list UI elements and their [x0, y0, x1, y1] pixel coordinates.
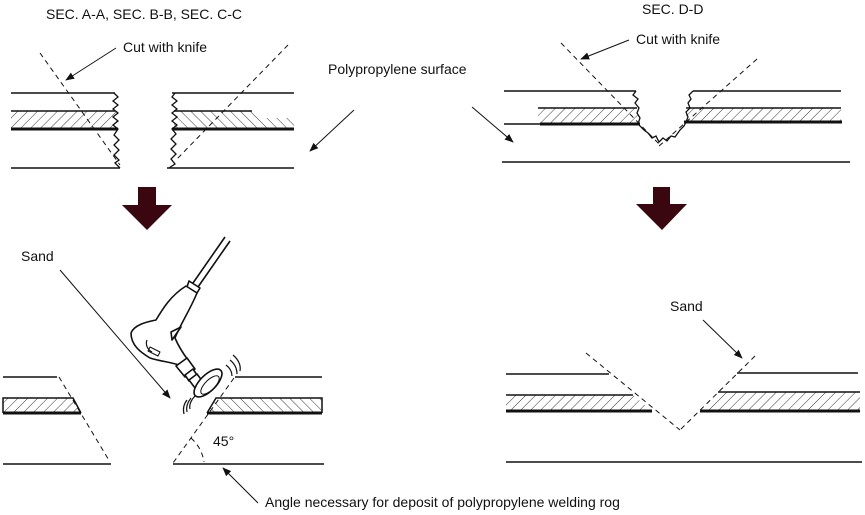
surface-leader-arrow-right	[471, 106, 514, 143]
cut-label-left: Cut with knife	[123, 39, 207, 55]
bevel-line-left	[585, 352, 681, 431]
angle-arc	[190, 437, 205, 463]
section-title-d: SEC. D-D	[642, 1, 703, 17]
sand-leader-arrow-left	[59, 269, 171, 399]
cut-leader-arrow-left	[65, 47, 117, 81]
sander-tool-icon	[130, 236, 241, 415]
sand-label-right: Sand	[670, 298, 703, 314]
bevel-line-left	[58, 376, 111, 463]
cut-leader-arrow-right	[580, 39, 630, 60]
hatch-layer-left	[538, 108, 638, 123]
jagged-edge-right	[168, 92, 179, 169]
hatch-layer-right	[700, 392, 860, 411]
sand-leader-arrow-right	[702, 319, 743, 359]
surface-label: Polypropylene surface	[328, 61, 467, 77]
hatch-layer-left	[3, 398, 81, 413]
section-abc-before	[11, 44, 294, 169]
hatch-layer-left	[506, 395, 652, 411]
jagged-edge-left	[111, 92, 121, 169]
layer-outline	[206, 397, 323, 414]
surface-leader-arrow-left	[309, 109, 355, 152]
section-title-abc: SEC. A-A, SEC. B-B, SEC. C-C	[46, 6, 242, 22]
cut-line-left	[560, 42, 661, 146]
step-down-arrow-left-icon	[122, 187, 172, 230]
section-d-after	[506, 352, 862, 463]
section-abc-after: 45°	[2, 376, 324, 465]
section-d-before	[502, 42, 850, 163]
cut-line-right	[657, 58, 758, 148]
hatch-layer-right	[686, 108, 841, 123]
sand-label-left: Sand	[21, 248, 54, 264]
caption-leader-arrow	[222, 467, 259, 504]
cut-line-left	[39, 52, 121, 166]
cut-label-right: Cut with knife	[636, 31, 720, 47]
hatch-layer-right	[174, 111, 294, 128]
cut-line-right	[175, 44, 289, 161]
step-down-arrow-right-icon	[636, 187, 687, 230]
layer-outline	[2, 397, 82, 414]
angle-label: 45°	[213, 433, 234, 449]
caption: Angle necessary for deposit of polypropy…	[265, 494, 620, 510]
hatch-layer-left	[11, 111, 118, 128]
jagged-groove	[632, 90, 694, 144]
hatch-layer-right	[207, 398, 322, 413]
